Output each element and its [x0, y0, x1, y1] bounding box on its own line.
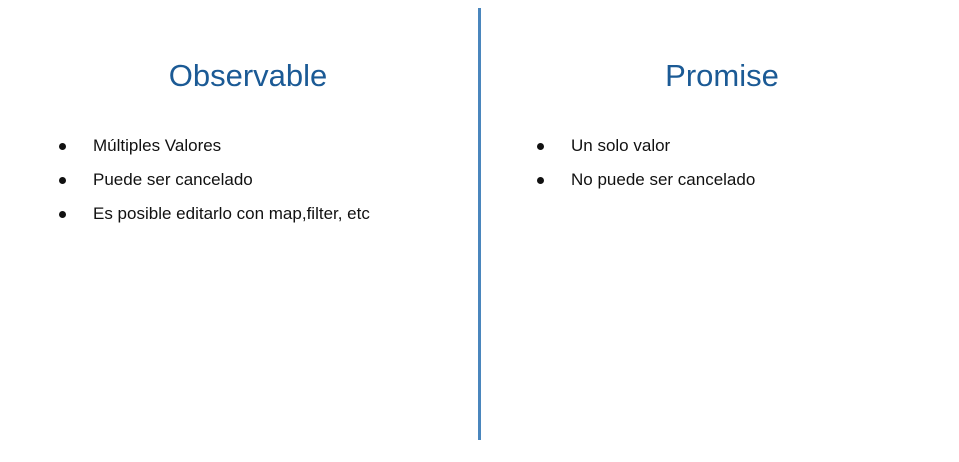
list-item-text: Múltiples Valores	[93, 136, 222, 155]
observable-title: Observable	[168, 58, 328, 93]
bullet-dot-icon	[59, 143, 66, 150]
column-divider	[478, 8, 481, 440]
observable-column: Observable Múltiples Valores Puede ser c…	[0, 0, 479, 462]
bullet-dot-icon	[537, 177, 544, 184]
bullet-dot-icon	[59, 211, 66, 218]
list-item-text: Es posible editarlo con map,filter, etc	[93, 204, 370, 223]
promise-column: Promise Un solo valor No puede ser cance…	[480, 0, 959, 462]
list-item-text: Un solo valor	[571, 136, 671, 155]
promise-title: Promise	[665, 58, 779, 93]
bullet-dot-icon	[59, 177, 66, 184]
bullet-dot-icon	[537, 143, 544, 150]
list-item-text: Puede ser cancelado	[93, 170, 253, 189]
list-item-text: No puede ser cancelado	[571, 170, 756, 189]
